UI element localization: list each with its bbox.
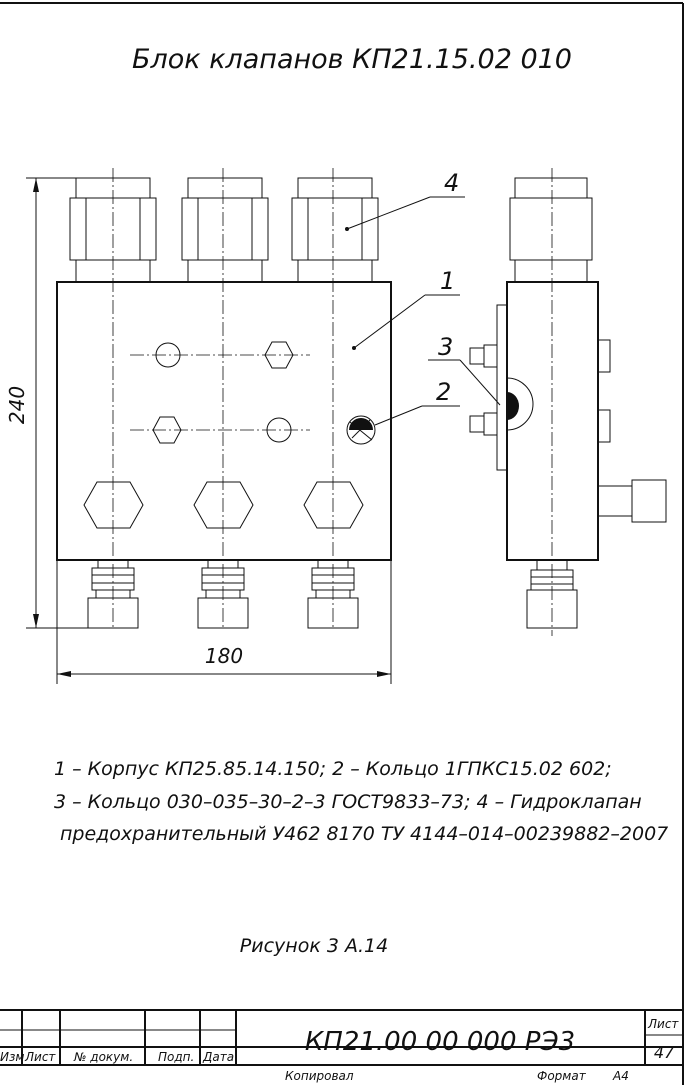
relief-valve-caps [69,177,379,283]
callout-2: 2 [374,378,460,426]
legend-line-3: предохранительный У462 8170 ТУ 4144–014–… [60,823,668,845]
front-view [56,168,392,630]
stamp-col-date: Дата [202,1050,234,1064]
figure-caption: Рисунок 3 А.14 [240,935,388,957]
stamp-sheet-label: Лист [647,1017,679,1031]
legend-line-1: 1 – Корпус КП25.85.14.150; 2 – Кольцо 1Г… [54,758,612,780]
callout-4: 4 [345,169,465,231]
stamp-format-label: Формат [537,1069,587,1083]
stamp-copied: Копировал [285,1069,354,1083]
dimension-height-value: 240 [5,386,29,424]
sealing-ring [346,415,376,445]
side-body [506,281,599,561]
stamp-doc-code: КП21.00 00 000 РЭ3 [305,1027,575,1057]
title-block: Изм Лист № докум. Подп. Дата КП21.00 00 … [0,1009,683,1083]
callout-1-label: 1 [440,267,455,295]
parts-legend: 1 – Корпус КП25.85.14.150; 2 – Кольцо 1Г… [54,758,668,845]
side-view [469,168,667,636]
callout-3: 3 [428,333,501,406]
legend-line-2: 3 – Кольцо 030–035–30–2–3 ГОСТ9833–73; 4… [54,791,642,813]
dimension-width-value: 180 [205,644,243,668]
stamp-col-izm: Изм [0,1050,24,1064]
stamp-col-doc: № докум. [73,1050,133,1064]
stamp-sheet-no: 47 [654,1043,675,1062]
dimension-height: 240 [5,177,88,629]
callout-4-label: 4 [444,169,459,197]
stamp-col-sign: Подп. [158,1050,194,1064]
callout-1: 1 [352,267,460,350]
stamp-format-value: А4 [612,1069,629,1083]
sheet-frame [0,2,684,1085]
valve-body [56,281,392,561]
callout-2-label: 2 [436,378,451,406]
dimension-width: 180 [56,560,392,684]
drawing-title: Блок клапанов КП21.15.02 010 [132,44,572,75]
stamp-col-list: Лист [24,1050,56,1064]
bottom-fittings [87,559,359,629]
callout-3-label: 3 [438,333,453,361]
